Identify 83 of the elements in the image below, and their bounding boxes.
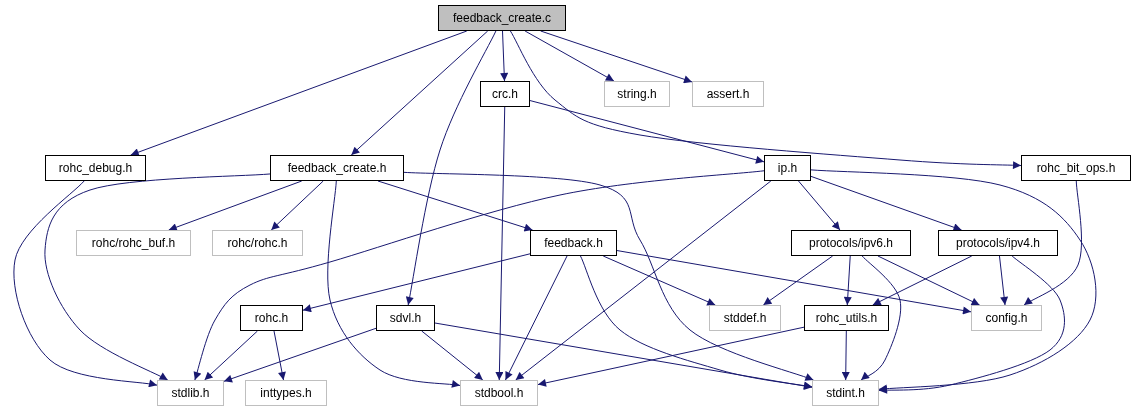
arrow — [273, 330, 286, 381]
arrow — [810, 175, 962, 232]
file-name: string.h — [617, 87, 657, 101]
arrow — [44, 173, 271, 381]
arrow — [302, 253, 531, 313]
file-box — [460, 380, 538, 406]
file-name: rohc_debug.h — [58, 161, 133, 175]
arrow — [405, 30, 497, 306]
file-box — [709, 305, 781, 331]
arrow — [810, 169, 1097, 393]
file-box — [812, 380, 879, 406]
arrow — [509, 30, 1022, 170]
arrow — [540, 30, 693, 84]
arrow — [403, 171, 814, 381]
arrow — [495, 106, 506, 381]
file-box — [438, 5, 566, 31]
arrow — [130, 30, 468, 156]
arrow — [270, 180, 324, 231]
file-box — [791, 230, 911, 256]
file-box — [530, 230, 617, 256]
arrow — [1023, 180, 1082, 306]
arrow — [504, 255, 568, 381]
file-name: rohc_utils.h — [815, 311, 878, 325]
file-name: stdint.h — [826, 386, 865, 400]
arrow — [524, 30, 615, 82]
file-box — [212, 230, 303, 256]
file-name: crc.h — [492, 87, 518, 101]
arrow — [500, 30, 509, 82]
file-name: rohc.h — [254, 311, 289, 325]
file-name: protocols/ipv6.h — [808, 236, 893, 250]
file-name: config.h — [985, 311, 1028, 325]
file-name: assert.h — [706, 87, 750, 101]
arrow — [434, 322, 813, 390]
arrow — [193, 170, 765, 381]
arrow — [421, 330, 484, 381]
file-box — [804, 305, 889, 331]
file-box — [376, 305, 435, 331]
file-name: rohc_bit_ops.h — [1036, 161, 1116, 175]
file-name: sdvl.h — [389, 311, 422, 325]
arrow — [998, 255, 1009, 306]
file-box — [245, 380, 327, 406]
file-box — [157, 380, 224, 406]
file-box — [45, 155, 146, 181]
file-name: feedback_create.h — [287, 161, 387, 175]
file-box — [938, 230, 1058, 256]
arrow — [762, 255, 834, 306]
arrow — [529, 100, 765, 164]
arrow — [537, 326, 805, 387]
arrow — [602, 255, 716, 306]
file-name: protocols/ipv4.h — [955, 236, 1040, 250]
arrow — [843, 255, 852, 306]
arrow — [13, 180, 158, 388]
file-box — [971, 305, 1042, 331]
file-box — [1021, 155, 1131, 181]
file-box — [692, 81, 764, 107]
file-name: rohc/rohc.h — [227, 236, 288, 250]
file-box — [270, 155, 404, 181]
file-box — [240, 305, 303, 331]
arrow — [878, 255, 1065, 395]
file-name: rohc/rohc_buf.h — [91, 236, 176, 250]
arrow — [377, 180, 533, 232]
file-name: stdbool.h — [474, 386, 524, 400]
arrow — [223, 327, 377, 383]
arrow — [579, 255, 813, 390]
arrow — [168, 180, 303, 231]
arrow — [616, 250, 972, 315]
arrow — [860, 255, 902, 381]
file-name: ip.h — [777, 161, 798, 175]
file-box — [76, 230, 191, 256]
arrow — [515, 180, 772, 381]
arrow — [798, 180, 841, 231]
file-box — [480, 81, 530, 107]
file-name: stddef.h — [723, 311, 767, 325]
arrow — [350, 30, 489, 156]
file-name: feedback_create.c — [452, 11, 552, 25]
arrow — [204, 330, 258, 381]
file-name: feedback.h — [544, 236, 603, 250]
arrow — [841, 330, 850, 381]
file-box — [764, 155, 811, 181]
file-box — [604, 81, 670, 107]
file-name: stdlib.h — [171, 386, 210, 400]
file-name: inttypes.h — [260, 386, 312, 400]
arrow — [327, 180, 461, 389]
